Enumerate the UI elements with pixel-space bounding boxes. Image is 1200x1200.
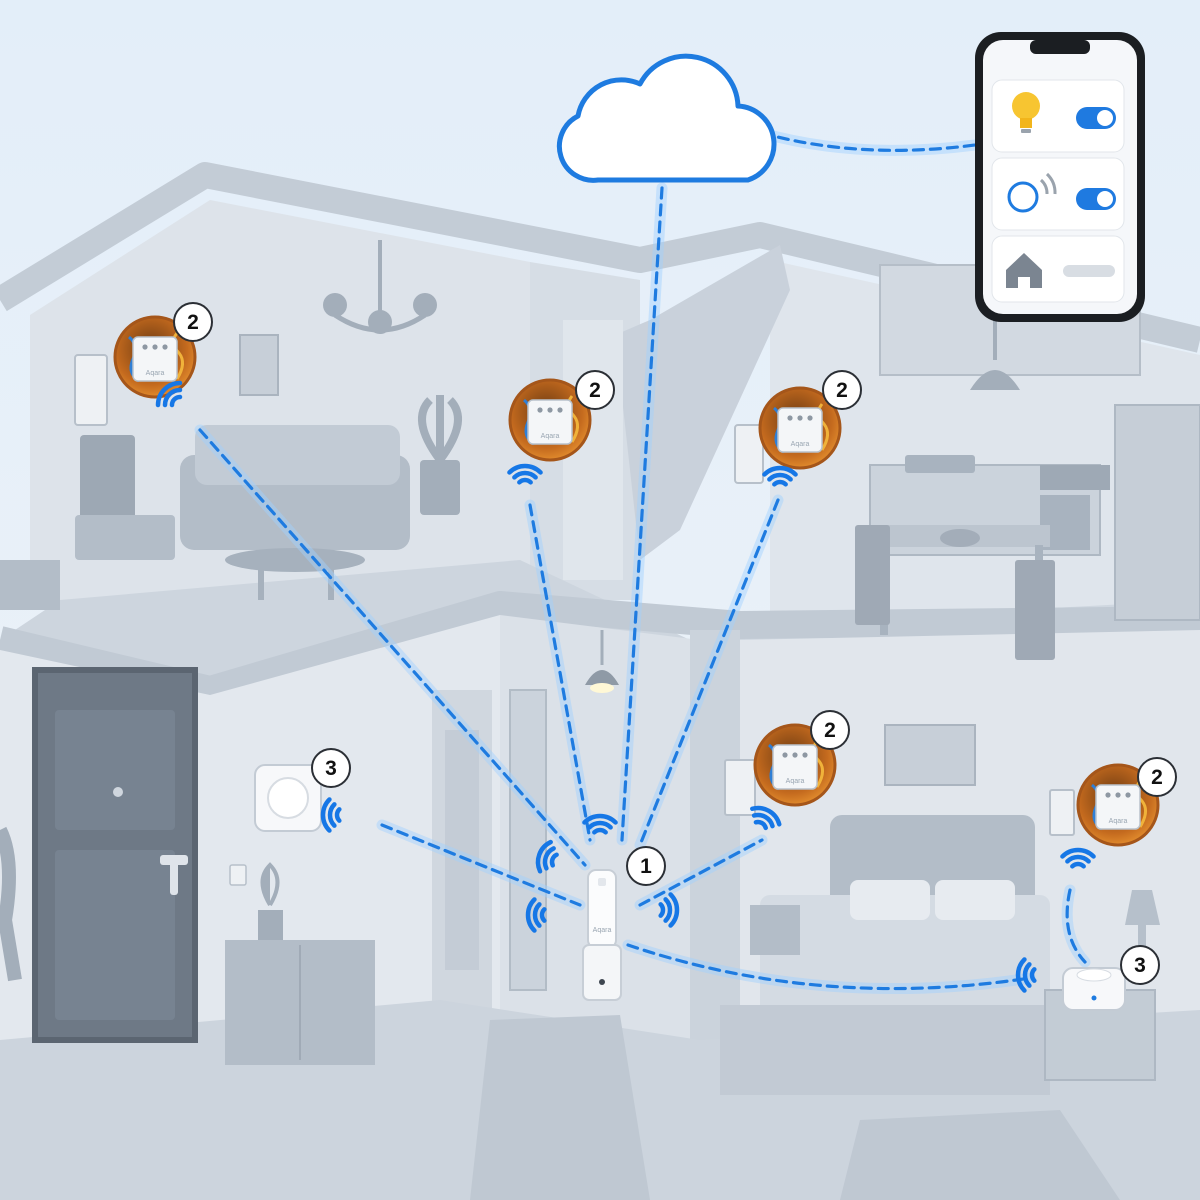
badge-label: 3 bbox=[325, 757, 337, 780]
cloud-icon bbox=[556, 53, 777, 183]
relay-badge: 2 bbox=[173, 302, 213, 342]
wifi-waves-icon bbox=[1015, 957, 1037, 993]
relay-brand-text: Aqara bbox=[791, 441, 810, 448]
badge-label: 2 bbox=[187, 311, 199, 334]
wifi-waves-icon bbox=[535, 839, 559, 874]
wireless-link bbox=[638, 838, 764, 907]
badge-label: 2 bbox=[589, 379, 601, 402]
badge-label: 2 bbox=[1151, 766, 1163, 789]
badge-label: 1 bbox=[640, 855, 652, 878]
wireless-link bbox=[380, 823, 582, 907]
relay-badge: 2 bbox=[810, 710, 850, 750]
relay-kitchen[interactable]: Aqara bbox=[758, 386, 842, 470]
relay-badge: 2 bbox=[822, 370, 862, 410]
wireless-link bbox=[760, 131, 977, 152]
relay-brand-text: Aqara bbox=[541, 433, 560, 440]
wifi-waves-icon bbox=[658, 892, 680, 928]
wireless-link bbox=[638, 498, 780, 847]
hub-badge: 1 bbox=[626, 846, 666, 886]
relay-hallway-upstairs[interactable]: Aqara bbox=[508, 378, 592, 462]
wifi-waves-icon bbox=[155, 380, 183, 408]
light-toggle[interactable] bbox=[1076, 107, 1116, 129]
relay-bedroom-wall[interactable]: Aqara bbox=[753, 723, 837, 807]
wifi-waves-icon bbox=[762, 465, 798, 487]
wireless-link bbox=[528, 503, 592, 842]
hub-brand-text: Aqara bbox=[593, 927, 612, 934]
entrance-furniture bbox=[0, 630, 619, 1065]
wireless-link bbox=[626, 943, 1032, 991]
relay-brand-text: Aqara bbox=[146, 370, 165, 377]
phone bbox=[975, 32, 1145, 322]
hub[interactable]: Aqara bbox=[582, 869, 622, 1001]
bedroom-furniture bbox=[720, 724, 1160, 1095]
wireless-links bbox=[194, 127, 1091, 995]
wireless-switch-entrance[interactable] bbox=[254, 764, 322, 832]
kitchen-furniture bbox=[734, 264, 1200, 660]
switch-toggle[interactable] bbox=[1076, 188, 1116, 210]
phone-row-switch[interactable] bbox=[991, 157, 1125, 231]
relay-living-room[interactable]: Aqara bbox=[113, 315, 197, 399]
wireless-link bbox=[1065, 888, 1087, 964]
relay-badge: 2 bbox=[575, 370, 615, 410]
relay-brand-text: Aqara bbox=[1109, 818, 1128, 825]
wifi-waves-icon bbox=[320, 797, 342, 833]
wifi-waves-icon bbox=[750, 805, 782, 831]
phone-row-light[interactable] bbox=[991, 79, 1125, 153]
phone-row-home[interactable] bbox=[991, 235, 1125, 303]
badge-label: 2 bbox=[836, 379, 848, 402]
wireless-link bbox=[198, 428, 587, 867]
switch-badge: 3 bbox=[1120, 945, 1160, 985]
badge-label: 3 bbox=[1134, 954, 1146, 977]
lightbulb-icon bbox=[1012, 92, 1040, 133]
switch-badge: 3 bbox=[311, 748, 351, 788]
relay-bedroom-side[interactable]: Aqara bbox=[1076, 763, 1160, 847]
wifi-waves-icon bbox=[525, 897, 547, 933]
home-bar bbox=[1063, 265, 1115, 277]
wifi-waves-icon bbox=[507, 463, 543, 485]
wireless-switch-icon bbox=[1007, 172, 1057, 213]
relay-brand-text: Aqara bbox=[786, 778, 805, 785]
wireless-link bbox=[620, 186, 664, 842]
wireless-switch-nightstand[interactable] bbox=[1062, 967, 1126, 1011]
badge-label: 2 bbox=[824, 719, 836, 742]
living-room-furniture bbox=[0, 240, 462, 610]
relay-badge: 2 bbox=[1137, 757, 1177, 797]
wifi-waves-icon bbox=[1060, 847, 1096, 869]
wifi-waves-icon bbox=[582, 813, 618, 835]
home-icon bbox=[1006, 253, 1042, 288]
